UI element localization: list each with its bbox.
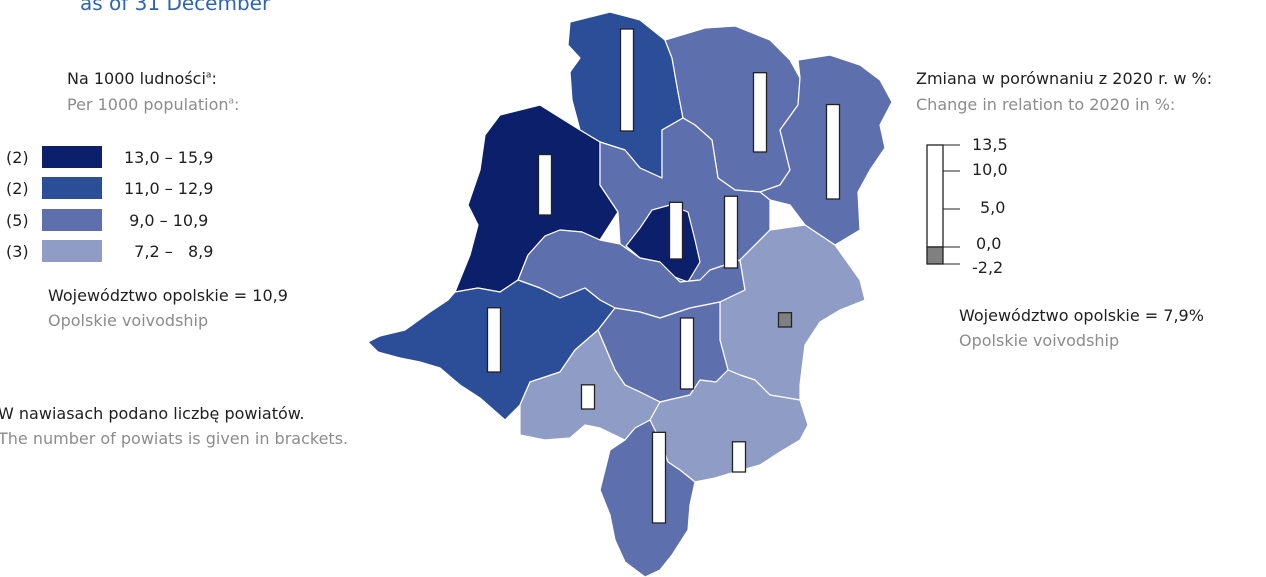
change-bar — [537, 153, 553, 216]
legend-class-count: (5) — [6, 210, 29, 230]
change-bar — [723, 195, 739, 269]
change-bar — [486, 307, 502, 373]
legend-class-row: (5) 9,0 – 10,9 — [6, 207, 208, 233]
change-bar — [668, 201, 684, 260]
note-en: The number of powiats is given in bracke… — [0, 429, 349, 448]
scale-tick-label: -2,2 — [972, 258, 1004, 277]
legend-class-row: (2) 11,0 – 12,9 — [6, 175, 213, 201]
legend-class-range: 9,0 – 10,9 — [124, 210, 209, 230]
scale-tick-label: 13,5 — [972, 135, 1008, 154]
legend-class-range: 11,0 – 12,9 — [124, 178, 214, 198]
change-total-en: Opolskie voivodship — [959, 331, 1120, 350]
legend-class-count: (2) — [6, 147, 29, 167]
change-legend-title-pl: Zmiana w porównaniu z 2020 r. w %: — [916, 69, 1213, 88]
note-pl: W nawiasach podano liczbę powiatów. — [0, 404, 305, 423]
change-bar — [752, 72, 768, 153]
scale-tick-label: 5,0 — [980, 198, 1006, 217]
legend-class-swatch — [42, 146, 102, 168]
change-bar — [777, 312, 793, 328]
change-bar — [580, 384, 596, 410]
legend-class-row: (2) 13,0 – 15,9 — [6, 144, 213, 170]
change-bar — [825, 103, 841, 200]
legend-class-count: (3) — [6, 241, 29, 261]
legend-class-count: (2) — [6, 178, 29, 198]
legend-class-range: 13,0 – 15,9 — [124, 147, 214, 167]
legend-title-pl: Na 1000 ludnościa: — [67, 69, 217, 88]
legend-total-en: Opolskie voivodship — [48, 311, 209, 330]
legend-class-swatch — [42, 177, 102, 199]
change-total-pl: Województwo opolskie = 7,9% — [959, 306, 1204, 325]
scale-tick-label: 0,0 — [976, 234, 1002, 253]
header-fragment: as of 31 December — [80, 0, 271, 15]
change-bar — [651, 431, 667, 524]
change-legend-title-en: Change in relation to 2020 in %: — [916, 95, 1176, 114]
legend-class-row: (3) 7,2 – 8,9 — [6, 238, 213, 264]
change-bar — [679, 317, 695, 390]
legend-class-range: 7,2 – 8,9 — [124, 241, 214, 261]
legend-class-swatch — [42, 209, 102, 231]
legend-class-swatch — [42, 240, 102, 262]
change-bar — [731, 441, 747, 473]
change-bar — [619, 28, 635, 132]
legend-title-en: Per 1000 populationa: — [67, 95, 240, 114]
scale-tick-label: 10,0 — [972, 160, 1008, 179]
powiat-region[interactable] — [599, 419, 696, 577]
legend-total-pl: Województwo opolskie = 10,9 — [48, 286, 288, 305]
